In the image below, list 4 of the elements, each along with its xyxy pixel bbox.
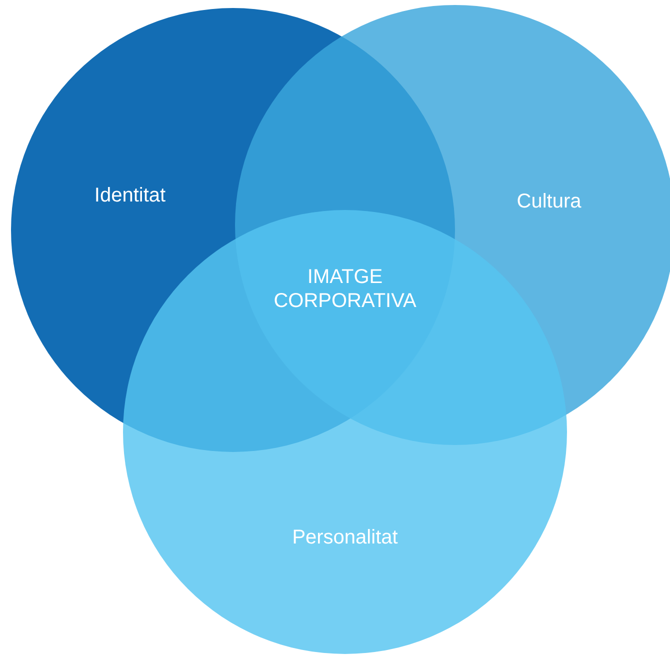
center-label: IMATGE CORPORATIVA — [272, 265, 418, 313]
circle-label: Identitat — [94, 184, 166, 208]
circle-label: Cultura — [516, 190, 582, 214]
circle-label: Personalitat — [292, 526, 398, 550]
